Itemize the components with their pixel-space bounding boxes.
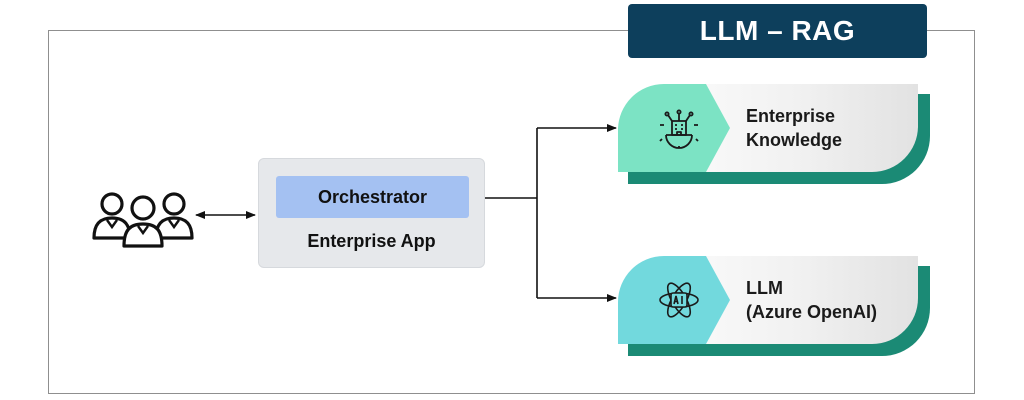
building-gear-icon (659, 109, 699, 149)
enterprise-knowledge-label: Enterprise Knowledge (746, 104, 842, 152)
pill-chevron (618, 84, 730, 172)
enterprise-knowledge-node: Enterprise Knowledge (618, 84, 930, 184)
label-line: (Azure OpenAI) (746, 302, 878, 322)
pill-body: LLM (Azure OpenAI) (618, 256, 918, 344)
llm-node: LLM (Azure OpenAI) (618, 256, 930, 356)
ai-atom-icon (659, 282, 699, 318)
diagram-frame (48, 30, 975, 394)
label-line: LLM (746, 278, 783, 298)
label-line: Knowledge (746, 130, 843, 150)
enterprise-app-label: Enterprise App (307, 231, 436, 251)
diagram-title: LLM – RAG (628, 4, 927, 58)
pill-body: Enterprise Knowledge (618, 84, 918, 172)
orchestrator-box: Orchestrator (276, 176, 469, 218)
enterprise-app-box: Orchestrator Enterprise App (258, 158, 485, 268)
users-group-icon (92, 192, 194, 248)
label-line: Enterprise (746, 106, 836, 126)
llm-label: LLM (Azure OpenAI) (746, 276, 877, 324)
